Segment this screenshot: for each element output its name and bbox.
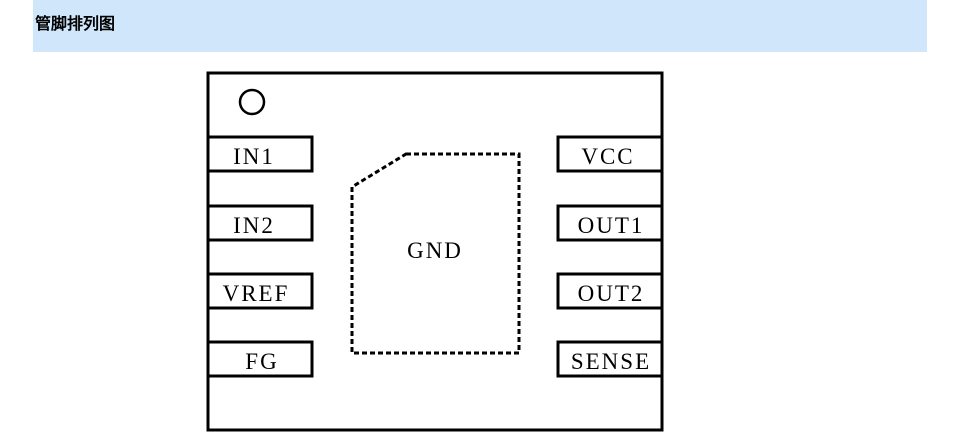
- right-pins: VCC OUT1 OUT2 SENSE: [556, 135, 664, 378]
- section-title: 管脚排列图: [35, 14, 116, 33]
- pin-vref-label: VREF: [223, 281, 290, 306]
- gnd-pad-label: GND: [407, 238, 463, 263]
- pin-in1-box: [206, 135, 314, 173]
- chip-outline: [206, 71, 664, 432]
- left-pins: IN1 IN2 VREF FG: [206, 135, 314, 378]
- pin-in1-label: IN1: [233, 144, 275, 169]
- pin-vref-box: [206, 272, 314, 310]
- pin-vcc-label: VCC: [581, 144, 634, 169]
- pin-out1-box: [556, 204, 664, 242]
- pin-sense-box: [556, 340, 664, 378]
- pin-out1-label: OUT1: [578, 213, 645, 238]
- section-header: 管脚排列图: [33, 0, 927, 52]
- pin-out2-label: OUT2: [578, 281, 645, 306]
- pin-vcc-box: [556, 135, 664, 173]
- pin1-marker-icon: [238, 88, 266, 116]
- pin-fg-label: FG: [245, 349, 278, 374]
- pin-sense-label: SENSE: [571, 349, 651, 374]
- pin-fg-box: [206, 340, 314, 378]
- pin-in2-box: [206, 204, 314, 242]
- gnd-pad-outline: [350, 152, 521, 355]
- pin-in2-label: IN2: [233, 213, 275, 238]
- pin-out2-box: [556, 272, 664, 310]
